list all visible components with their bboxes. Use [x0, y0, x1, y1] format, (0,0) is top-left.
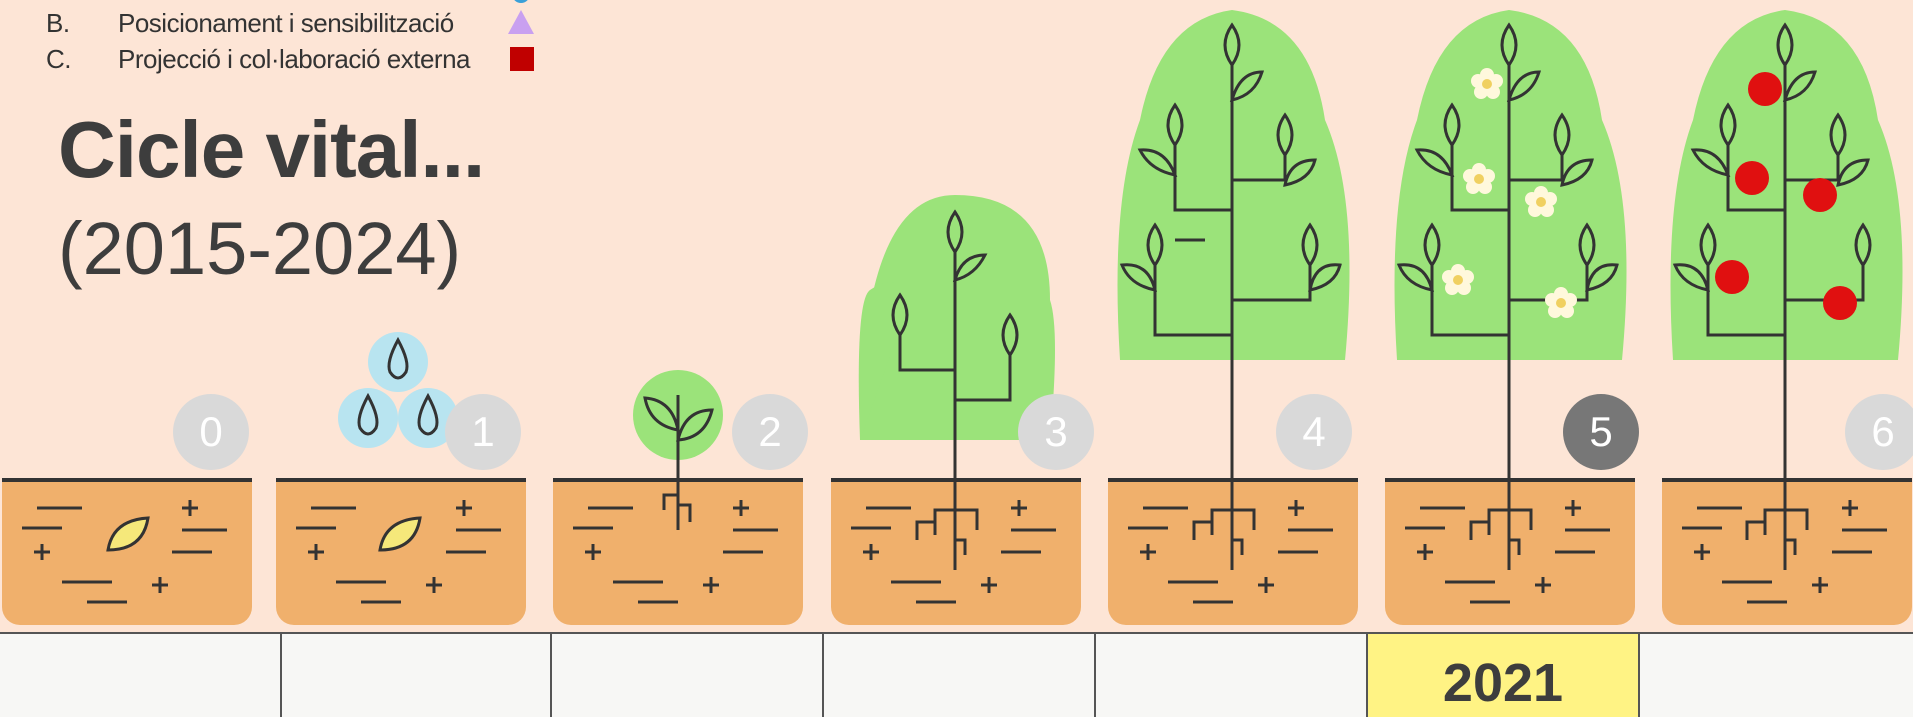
timeline-cell	[824, 634, 1096, 717]
fruit-icon	[1735, 161, 1769, 195]
timeline-cell-highlighted: 2021	[1368, 634, 1640, 717]
timeline-bar: 2021	[0, 632, 1913, 717]
timeline-cell	[282, 634, 552, 717]
life-cycle-illustration	[0, 0, 1913, 632]
stage-number-5-active: 5	[1563, 394, 1639, 470]
stage-number-1: 1	[445, 394, 521, 470]
stage-number-2: 2	[732, 394, 808, 470]
fruit-icon	[1715, 260, 1749, 294]
fruit-icon	[1823, 286, 1857, 320]
fruit-icon	[1748, 72, 1782, 106]
stage-number-0: 0	[173, 394, 249, 470]
soil-box-1	[276, 480, 526, 625]
water-drops-icon	[338, 332, 458, 448]
timeline-cell	[1640, 634, 1913, 717]
timeline-cell	[1096, 634, 1368, 717]
timeline-year: 2021	[1368, 652, 1638, 714]
soil-box-0	[2, 480, 252, 625]
timeline-cell	[0, 634, 282, 717]
stage-number-6: 6	[1845, 394, 1913, 470]
stage-number-4: 4	[1276, 394, 1352, 470]
timeline-cell	[552, 634, 824, 717]
soil-box-6	[1662, 480, 1912, 625]
fruit-icon	[1803, 178, 1837, 212]
stage-number-3: 3	[1018, 394, 1094, 470]
